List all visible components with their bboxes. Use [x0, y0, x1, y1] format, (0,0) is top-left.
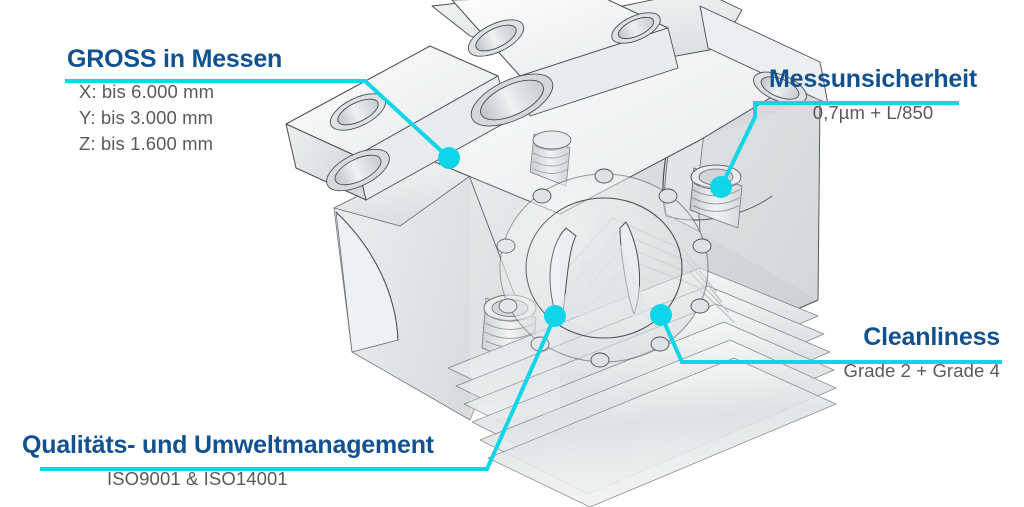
callout-line-cleanliness — [658, 312, 1002, 364]
callout-label-cleanliness: Cleanliness Grade 2 + Grade 4 — [682, 322, 1001, 384]
callout-title-messunsicherheit: Messunsicherheit — [769, 65, 977, 93]
callout-details-cleanliness: Grade 2 + Grade 4 — [682, 358, 1000, 384]
callout-line-qualitaetsmanagement — [40, 313, 558, 471]
callout-line-messunsicherheit — [718, 101, 959, 190]
callout-detail-line: 0,7µm + L/850 — [812, 102, 934, 123]
callout-title-gross: GROSS in Messen — [67, 45, 283, 73]
callout-dot-qualitaetsmanagement[interactable] — [544, 305, 566, 327]
callout-detail-line: X: bis 6.000 mm — [79, 81, 215, 102]
callout-dot-messunsicherheit[interactable] — [710, 176, 732, 198]
callout-dot-cleanliness[interactable] — [650, 304, 672, 326]
callout-details-messunsicherheit: 0,7µm + L/850 — [748, 100, 998, 126]
callout-label-messunsicherheit: Messunsicherheit 0,7µm + L/850 — [748, 64, 998, 126]
callout-dot-gross[interactable] — [438, 147, 460, 169]
callout-detail-line: Z: bis 1.600 mm — [79, 133, 214, 154]
callout-details-gross: X: bis 6.000 mm Y: bis 3.000 mm Z: bis 1… — [79, 79, 282, 157]
callout-detail-line: ISO9001 & ISO14001 — [107, 468, 288, 489]
callout-details-qualitaetsmanagement: ISO9001 & ISO14001 — [107, 466, 434, 492]
callout-title-cleanliness: Cleanliness — [863, 323, 1000, 351]
callout-label-gross: GROSS in Messen X: bis 6.000 mm Y: bis 3… — [67, 44, 282, 157]
callout-label-qualitaetsmanagement: Qualitäts- und Umweltmanagement ISO9001 … — [22, 430, 434, 492]
callout-title-qualitaetsmanagement: Qualitäts- und Umweltmanagement — [22, 431, 434, 459]
callout-detail-line: Y: bis 3.000 mm — [79, 107, 214, 128]
callout-line-gross — [65, 79, 452, 161]
callout-detail-line: Grade 2 + Grade 4 — [843, 360, 1000, 381]
